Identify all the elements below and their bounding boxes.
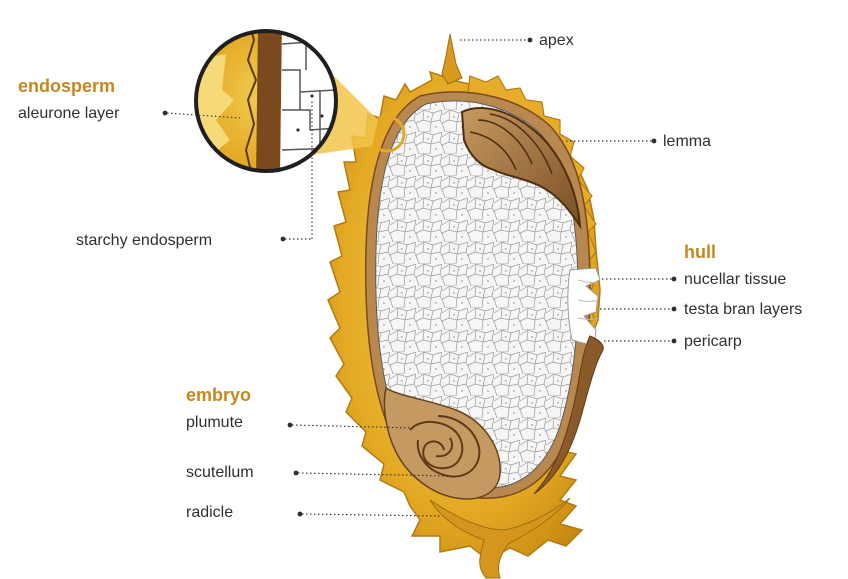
embryo-heading: embryo bbox=[186, 385, 251, 405]
radicle-label: radicle bbox=[186, 504, 233, 521]
endosperm-heading: endosperm bbox=[18, 76, 115, 96]
plumute-label: plumute bbox=[186, 414, 243, 431]
scutellum-label: scutellum bbox=[186, 464, 254, 481]
lemma-label: lemma bbox=[663, 133, 711, 150]
leader-testa bbox=[600, 307, 676, 312]
nucellar-tissue-label: nucellar tissue bbox=[684, 271, 786, 288]
apex-spike bbox=[442, 34, 462, 84]
pericarp-label: pericarp bbox=[684, 333, 742, 350]
leader-nucellar bbox=[602, 277, 676, 282]
leader-lemma bbox=[566, 139, 656, 144]
testa-bran-layers-label: testa bran layers bbox=[684, 301, 802, 318]
starchy-endosperm-label: starchy endosperm bbox=[76, 232, 212, 249]
aleurone-layer-label: aleurone layer bbox=[18, 105, 120, 122]
nucellar-testa-notch bbox=[568, 268, 600, 346]
leader-apex bbox=[460, 38, 532, 43]
leader-pericarp bbox=[604, 339, 676, 344]
apex-label: apex bbox=[539, 32, 574, 49]
zoom-inset bbox=[190, 24, 350, 185]
hull-heading: hull bbox=[684, 242, 716, 262]
